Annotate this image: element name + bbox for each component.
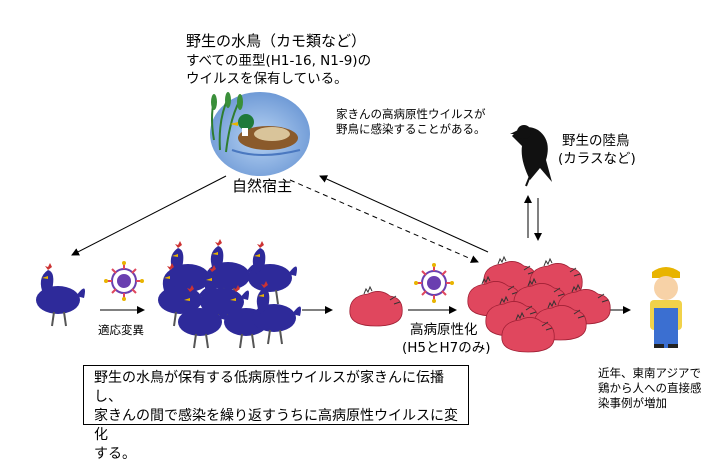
duck-pond-illustration bbox=[210, 92, 310, 176]
arrow-poultry-to-wildbird bbox=[319, 175, 489, 253]
spillback-note-line1: 家きんの高病原性ウイルスが bbox=[336, 107, 486, 121]
arrow-host-to-poultry bbox=[71, 175, 227, 256]
virus-icon bbox=[413, 262, 455, 304]
blue-chicken-flock bbox=[157, 238, 302, 349]
human-note-line1: 近年、東南アジアで bbox=[598, 366, 702, 380]
arrow-host-to-poultry-dashed bbox=[289, 179, 479, 263]
diagram-canvas bbox=[35, 92, 682, 353]
natural-host-label: 自然宿主 bbox=[232, 177, 293, 195]
blue-chicken-single bbox=[35, 262, 86, 327]
summary-line3: する。 bbox=[94, 446, 136, 462]
crow-illustration bbox=[510, 125, 552, 187]
spillback-note-line2: 野鳥に感染することがある。 bbox=[336, 122, 486, 136]
red-chicken-pile bbox=[467, 256, 611, 353]
waterfowl-desc-line1: すべての亜型(H1-16, N1-9)の bbox=[186, 53, 372, 69]
virus-icon bbox=[103, 260, 145, 302]
waterfowl-desc-line2: ウイルスを保有している。 bbox=[186, 71, 348, 87]
red-chicken-single bbox=[349, 286, 403, 327]
arrow-landbird-exchange bbox=[524, 195, 542, 241]
adaptation-label: 適応変異 bbox=[98, 323, 144, 337]
human-note-line2: 鶏から人への直接感 bbox=[598, 381, 702, 395]
summary-line2: 家きんの間で感染を繰り返すうちに高病原性ウイルスに変化 bbox=[94, 408, 458, 443]
summary-box: 野生の水鳥が保有する低病原性ウイルスが家きんに伝播し、 家きんの間で感染を繰り返… bbox=[83, 365, 469, 462]
summary-line1: 野生の水鳥が保有する低病原性ウイルスが家きんに伝播し、 bbox=[94, 370, 444, 405]
land-bird-line2: (カラスなど) bbox=[558, 151, 636, 167]
farmer-illustration bbox=[650, 267, 682, 348]
hpai-label-line1: 高病原性化 bbox=[410, 322, 478, 338]
hpai-label-line2: (H5とH7のみ) bbox=[402, 340, 491, 356]
human-note-line3: 染事例が増加 bbox=[598, 396, 667, 410]
land-bird-line1: 野生の陸鳥 bbox=[562, 133, 630, 149]
waterfowl-title: 野生の水鳥（カモ類など） bbox=[186, 32, 367, 50]
